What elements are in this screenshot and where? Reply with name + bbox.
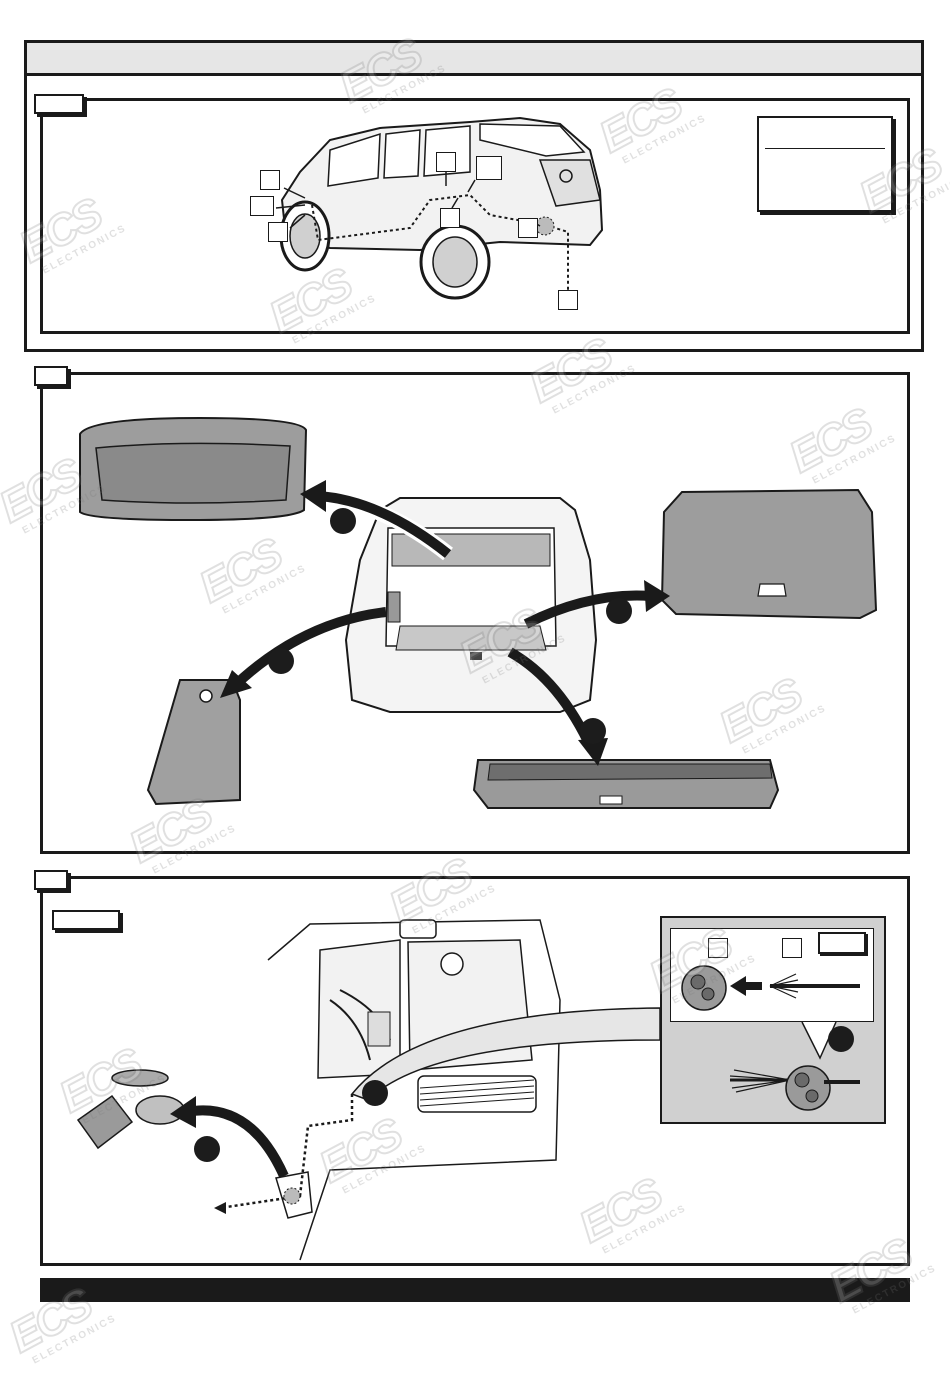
step-marker [268, 648, 294, 674]
section-2-tag [34, 366, 68, 386]
callout-box [250, 196, 274, 216]
callout-box [268, 222, 288, 242]
section-3-label-box [52, 910, 120, 930]
plug-grommet-icon [681, 965, 727, 1011]
grommet-illustration [681, 965, 860, 1111]
side-panel-illustration [76, 919, 661, 1261]
callout-box [440, 208, 460, 228]
callout-box [436, 152, 456, 172]
step-marker [606, 598, 632, 624]
callout-box [260, 170, 280, 190]
inset-label-box [818, 932, 866, 954]
wire-bundle-icon [769, 973, 860, 999]
step-marker [828, 1026, 854, 1052]
callout-box [558, 290, 578, 310]
legend-box [757, 116, 893, 212]
step-marker [580, 718, 606, 744]
legend-divider [765, 148, 885, 149]
car-side-illustration [275, 116, 604, 300]
callout-box [518, 218, 538, 238]
step-marker [330, 508, 356, 534]
outer-frame-1 [24, 74, 924, 352]
step-marker [194, 1136, 220, 1162]
trunk-illustration [79, 416, 878, 809]
header-bar [24, 40, 924, 76]
step-marker [362, 1080, 388, 1106]
section-3-tag [34, 870, 68, 890]
callout-box [476, 156, 502, 180]
callout-box [708, 938, 728, 958]
callout-box [782, 938, 802, 958]
section-1-tag [34, 94, 84, 114]
footer-bar [40, 1278, 910, 1302]
